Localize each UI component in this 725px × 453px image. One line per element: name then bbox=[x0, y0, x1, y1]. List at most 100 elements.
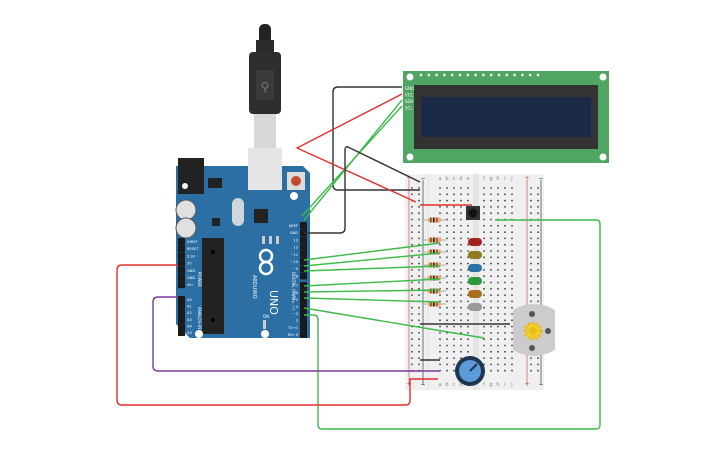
header-pin[interactable] bbox=[300, 324, 307, 331]
header-pin[interactable] bbox=[178, 259, 185, 267]
terminal-hole bbox=[439, 224, 441, 227]
terminal-hole bbox=[460, 218, 462, 221]
terminal-hole bbox=[453, 199, 455, 202]
wire-digital-led[interactable] bbox=[303, 242, 441, 261]
header-pin[interactable] bbox=[178, 266, 185, 274]
lcd-pin-gnd[interactable]: GND bbox=[405, 86, 414, 91]
terminal-hole bbox=[453, 313, 455, 315]
led-white[interactable] bbox=[468, 303, 482, 311]
header-pin[interactable] bbox=[300, 317, 307, 324]
header-pin[interactable] bbox=[178, 252, 185, 260]
terminal-hole bbox=[453, 206, 455, 208]
header-label: A5 bbox=[187, 331, 192, 335]
rail-hole bbox=[530, 369, 532, 372]
header-pin[interactable] bbox=[300, 236, 307, 244]
terminal-hole bbox=[439, 344, 441, 347]
header-pin[interactable] bbox=[300, 303, 307, 310]
header-pin[interactable] bbox=[300, 265, 307, 273]
header-pin[interactable] bbox=[300, 258, 307, 265]
rail-hole bbox=[530, 281, 532, 284]
header-pin[interactable] bbox=[178, 281, 185, 289]
resistor[interactable] bbox=[424, 217, 446, 223]
terminal-hole bbox=[453, 344, 455, 347]
arduino-uno-board[interactable]: ARDUINO UNO ON IOREFRESET3.3V5VGNDGNDVin… bbox=[175, 148, 310, 338]
terminal-hole bbox=[439, 193, 441, 196]
header-pin[interactable] bbox=[178, 329, 185, 336]
header-label: 2 bbox=[296, 319, 298, 323]
wire-motor[interactable] bbox=[303, 307, 485, 339]
terminal-hole bbox=[490, 287, 492, 290]
header-pin[interactable] bbox=[300, 243, 307, 251]
header-pin[interactable] bbox=[178, 322, 185, 330]
header-pin[interactable] bbox=[300, 272, 307, 280]
usb-cable[interactable]: ⚲ bbox=[249, 24, 281, 148]
lcd-pin-hole bbox=[497, 73, 501, 77]
wire-lcd-gnd[interactable] bbox=[332, 86, 420, 191]
header-pin[interactable] bbox=[300, 289, 307, 296]
led-green[interactable] bbox=[468, 277, 482, 285]
rail-hole bbox=[530, 243, 532, 246]
terminal-hole bbox=[460, 325, 462, 328]
rail-hole bbox=[411, 344, 413, 347]
wire-digital-led[interactable] bbox=[303, 265, 441, 272]
terminal-hole bbox=[446, 269, 448, 271]
header-pin[interactable] bbox=[178, 302, 185, 310]
wire-digital-led[interactable] bbox=[303, 297, 441, 303]
rail-hole bbox=[537, 369, 539, 372]
wire-digital-led[interactable] bbox=[303, 252, 441, 267]
rail-hole bbox=[418, 187, 420, 189]
terminal-hole bbox=[511, 206, 513, 208]
resistor-band bbox=[430, 217, 432, 223]
pushbutton-cap[interactable] bbox=[468, 208, 478, 218]
wire-5v[interactable] bbox=[116, 264, 438, 406]
header-pin[interactable] bbox=[300, 310, 307, 317]
header-pin[interactable] bbox=[178, 238, 185, 245]
lcd-pin-sda[interactable]: SDA bbox=[405, 99, 414, 104]
pushbutton[interactable] bbox=[466, 206, 480, 220]
terminal-hole bbox=[467, 350, 469, 353]
mount-hole bbox=[261, 330, 269, 338]
terminal-hole bbox=[483, 262, 485, 265]
header-pin[interactable] bbox=[178, 309, 185, 317]
header-pin[interactable] bbox=[300, 282, 307, 289]
reset-button-cap[interactable] bbox=[291, 176, 301, 186]
header-pin[interactable] bbox=[300, 331, 307, 338]
wire-digital-led[interactable] bbox=[303, 289, 441, 293]
header-pin[interactable] bbox=[300, 222, 307, 229]
wire-gnd[interactable] bbox=[304, 146, 421, 234]
terminal-hole bbox=[467, 319, 469, 322]
wire-digital-led[interactable] bbox=[303, 278, 441, 287]
terminal-hole bbox=[467, 338, 469, 341]
header-pin[interactable] bbox=[300, 296, 307, 303]
led-yellow[interactable] bbox=[468, 251, 482, 259]
resistor[interactable] bbox=[424, 237, 446, 243]
terminal-hole bbox=[504, 332, 506, 334]
lcd-pin-scl[interactable]: SCL bbox=[405, 106, 413, 111]
potentiometer[interactable] bbox=[455, 356, 485, 386]
dc-motor[interactable] bbox=[513, 304, 555, 356]
header-pin[interactable] bbox=[178, 274, 185, 281]
terminal-hole bbox=[497, 294, 499, 296]
resistor[interactable] bbox=[424, 301, 446, 307]
wire-lcd-vcc[interactable] bbox=[296, 93, 417, 203]
header-pin[interactable] bbox=[178, 245, 185, 253]
arduino-model: UNO bbox=[267, 290, 280, 315]
lcd-pin-hole bbox=[513, 73, 516, 77]
lcd-pin-vcc[interactable]: VCC bbox=[405, 93, 414, 98]
wire-lcd-scl[interactable] bbox=[301, 105, 403, 217]
rail-hole bbox=[411, 363, 413, 366]
header-pin[interactable] bbox=[300, 250, 307, 258]
rail-minus-label: − bbox=[420, 175, 425, 182]
terminal-hole bbox=[511, 350, 513, 353]
header-pin[interactable] bbox=[300, 229, 307, 237]
terminal-hole bbox=[483, 357, 485, 359]
led-blue[interactable] bbox=[468, 264, 482, 272]
led-orange[interactable] bbox=[468, 290, 482, 298]
wire-button-d2[interactable] bbox=[304, 219, 601, 430]
wire-a0[interactable] bbox=[152, 296, 440, 372]
header-pin[interactable] bbox=[178, 315, 185, 323]
header-pin[interactable] bbox=[178, 296, 185, 303]
led-red[interactable] bbox=[468, 238, 482, 246]
